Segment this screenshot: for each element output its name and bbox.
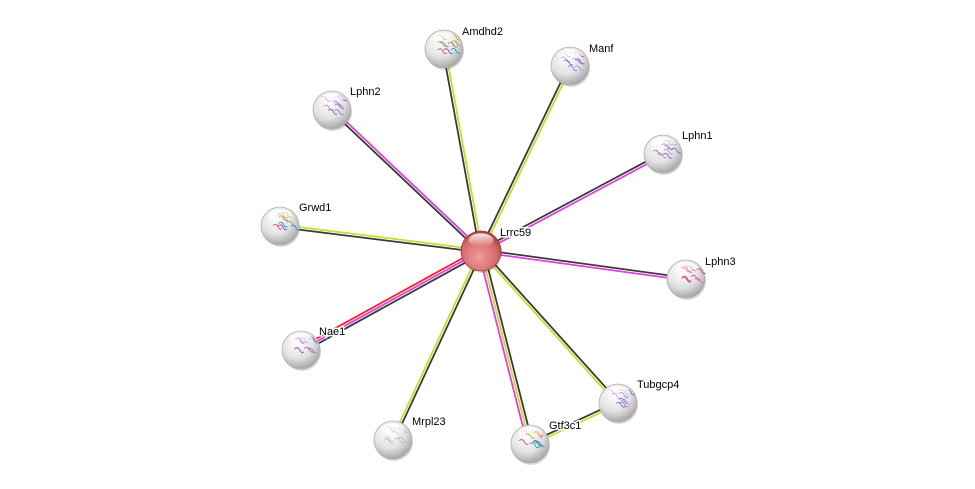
node-highlight [320,93,344,106]
edge-evidence-coexpression [481,249,620,403]
edge-evidence-experiments [481,154,665,253]
edge-evidence-coexpression [441,49,481,252]
edge-evidence-coexpression [279,226,481,254]
edge-evidence-coexpression [330,110,481,253]
node-label: Mrpl23 [412,416,446,428]
edge-evidence-textmining [479,251,618,405]
edge-evidence-experiments [480,251,686,282]
node-nae1[interactable]: Nae1 [281,325,347,371]
node-label: Nae1 [319,326,345,338]
node-label: Lphn2 [350,86,381,98]
node-label: Lrrc59 [500,227,531,239]
edge-evidence-experiments [332,108,483,251]
edge-evidence-coexpression [301,252,483,354]
edge-lrrc59-gtf3c1[interactable] [477,250,534,445]
edge-lrrc59-lphn3[interactable] [480,248,687,282]
node-lphn2[interactable]: Lphn2 [312,85,382,131]
node-lrrc59[interactable]: Lrrc59 [460,226,533,273]
node-label: Lphn1 [682,130,713,142]
edge-evidence-coexpression [482,250,534,444]
node-gtf3c1[interactable]: Gtf3c1 [510,419,583,465]
node-highlight [268,209,292,222]
node-lphn1[interactable]: Lphn1 [643,129,714,175]
edge-evidence-coexpression [481,248,687,279]
node-highlight [468,233,494,247]
edge-lrrc59-mrpl23[interactable] [391,250,483,441]
edge-lrrc59-lphn1[interactable] [479,152,665,253]
edge-evidence-coexpression [479,152,663,251]
nodes-layer: Lrrc59 Amdhd2ManfLphn2Lphn1Grwd1Lphn3Nae1… [260,25,737,465]
edge-evidence-experiments [300,250,482,351]
edge-lrrc59-nae1[interactable] [299,247,483,354]
node-highlight [289,333,313,346]
edge-evidence-textmining [280,223,482,251]
edge-evidence-textmining [480,250,531,445]
edge-evidence-textmining [481,66,572,252]
edge-evidence-fusion [299,247,481,349]
node-tubgcp4[interactable]: Tubgcp4 [598,378,681,424]
node-lphn3[interactable]: Lphn3 [666,255,737,300]
edge-lrrc59-amdhd2[interactable] [441,48,484,252]
node-mrpl23[interactable]: Mrpl23 [373,415,447,461]
edge-evidence-textmining [391,250,481,440]
node-label: Gtf3c1 [549,420,581,432]
node-manf[interactable]: Manf [550,42,616,87]
edge-evidence-coexpression [393,251,483,441]
edge-lrrc59-tubgcp4[interactable] [479,249,620,405]
edge-evidence-textmining [444,48,484,251]
node-highlight [606,386,630,399]
node-highlight [651,137,675,150]
node-highlight [674,262,698,275]
node-label: Tubgcp4 [637,379,679,391]
edge-evidence-coexpression [479,65,570,251]
node-amdhd2[interactable]: Amdhd2 [424,25,504,70]
node-label: Amdhd2 [462,26,503,38]
edge-lrrc59-lphn2[interactable] [330,108,483,253]
edge-evidence-experiments [477,251,529,445]
node-grwd1[interactable]: Grwd1 [260,201,333,247]
node-label: Grwd1 [299,202,331,214]
node-highlight [432,32,456,45]
node-highlight [558,49,582,62]
node-label: Lphn3 [705,256,736,268]
node-highlight [381,423,405,436]
node-label: Manf [589,43,614,55]
node-highlight [518,427,542,440]
edge-lrrc59-manf[interactable] [479,65,572,252]
edge-lrrc59-grwd1[interactable] [279,223,482,254]
